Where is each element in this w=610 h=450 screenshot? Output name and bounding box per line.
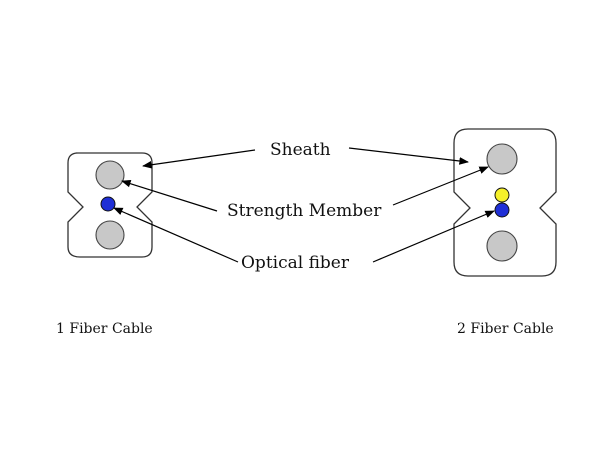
cable-1-strength-member-top	[95, 160, 125, 190]
strength-member-arrow-left	[121, 179, 218, 212]
sheath-arrow-right	[348, 147, 469, 165]
optical-fiber-label: Optical fiber	[241, 253, 350, 273]
cable-2-caption: 2 Fiber Cable	[457, 321, 554, 337]
cable-1-caption: 1 Fiber Cable	[56, 321, 153, 337]
optical-fiber-arrow-right	[372, 210, 495, 263]
cable-2-optical-fiber-yellow	[494, 187, 510, 203]
strength-member-label: Strength Member	[227, 201, 382, 221]
cable-2-strength-member-top	[486, 143, 518, 175]
cable-2-strength-member-bottom	[486, 230, 518, 262]
cable-1-strength-member-bottom	[95, 220, 125, 250]
cable-2-optical-fiber-blue	[494, 202, 510, 218]
optical-fiber-arrow-left	[113, 207, 239, 263]
sheath-arrow-left	[142, 149, 256, 169]
cable-1-fiber	[67, 152, 153, 258]
cable-1-optical-fiber-blue	[100, 196, 116, 212]
strength-member-arrow-right	[392, 166, 489, 206]
sheath-label: Sheath	[270, 140, 331, 160]
cable-2-sheath	[453, 128, 557, 277]
cable-2-fiber	[453, 128, 557, 277]
